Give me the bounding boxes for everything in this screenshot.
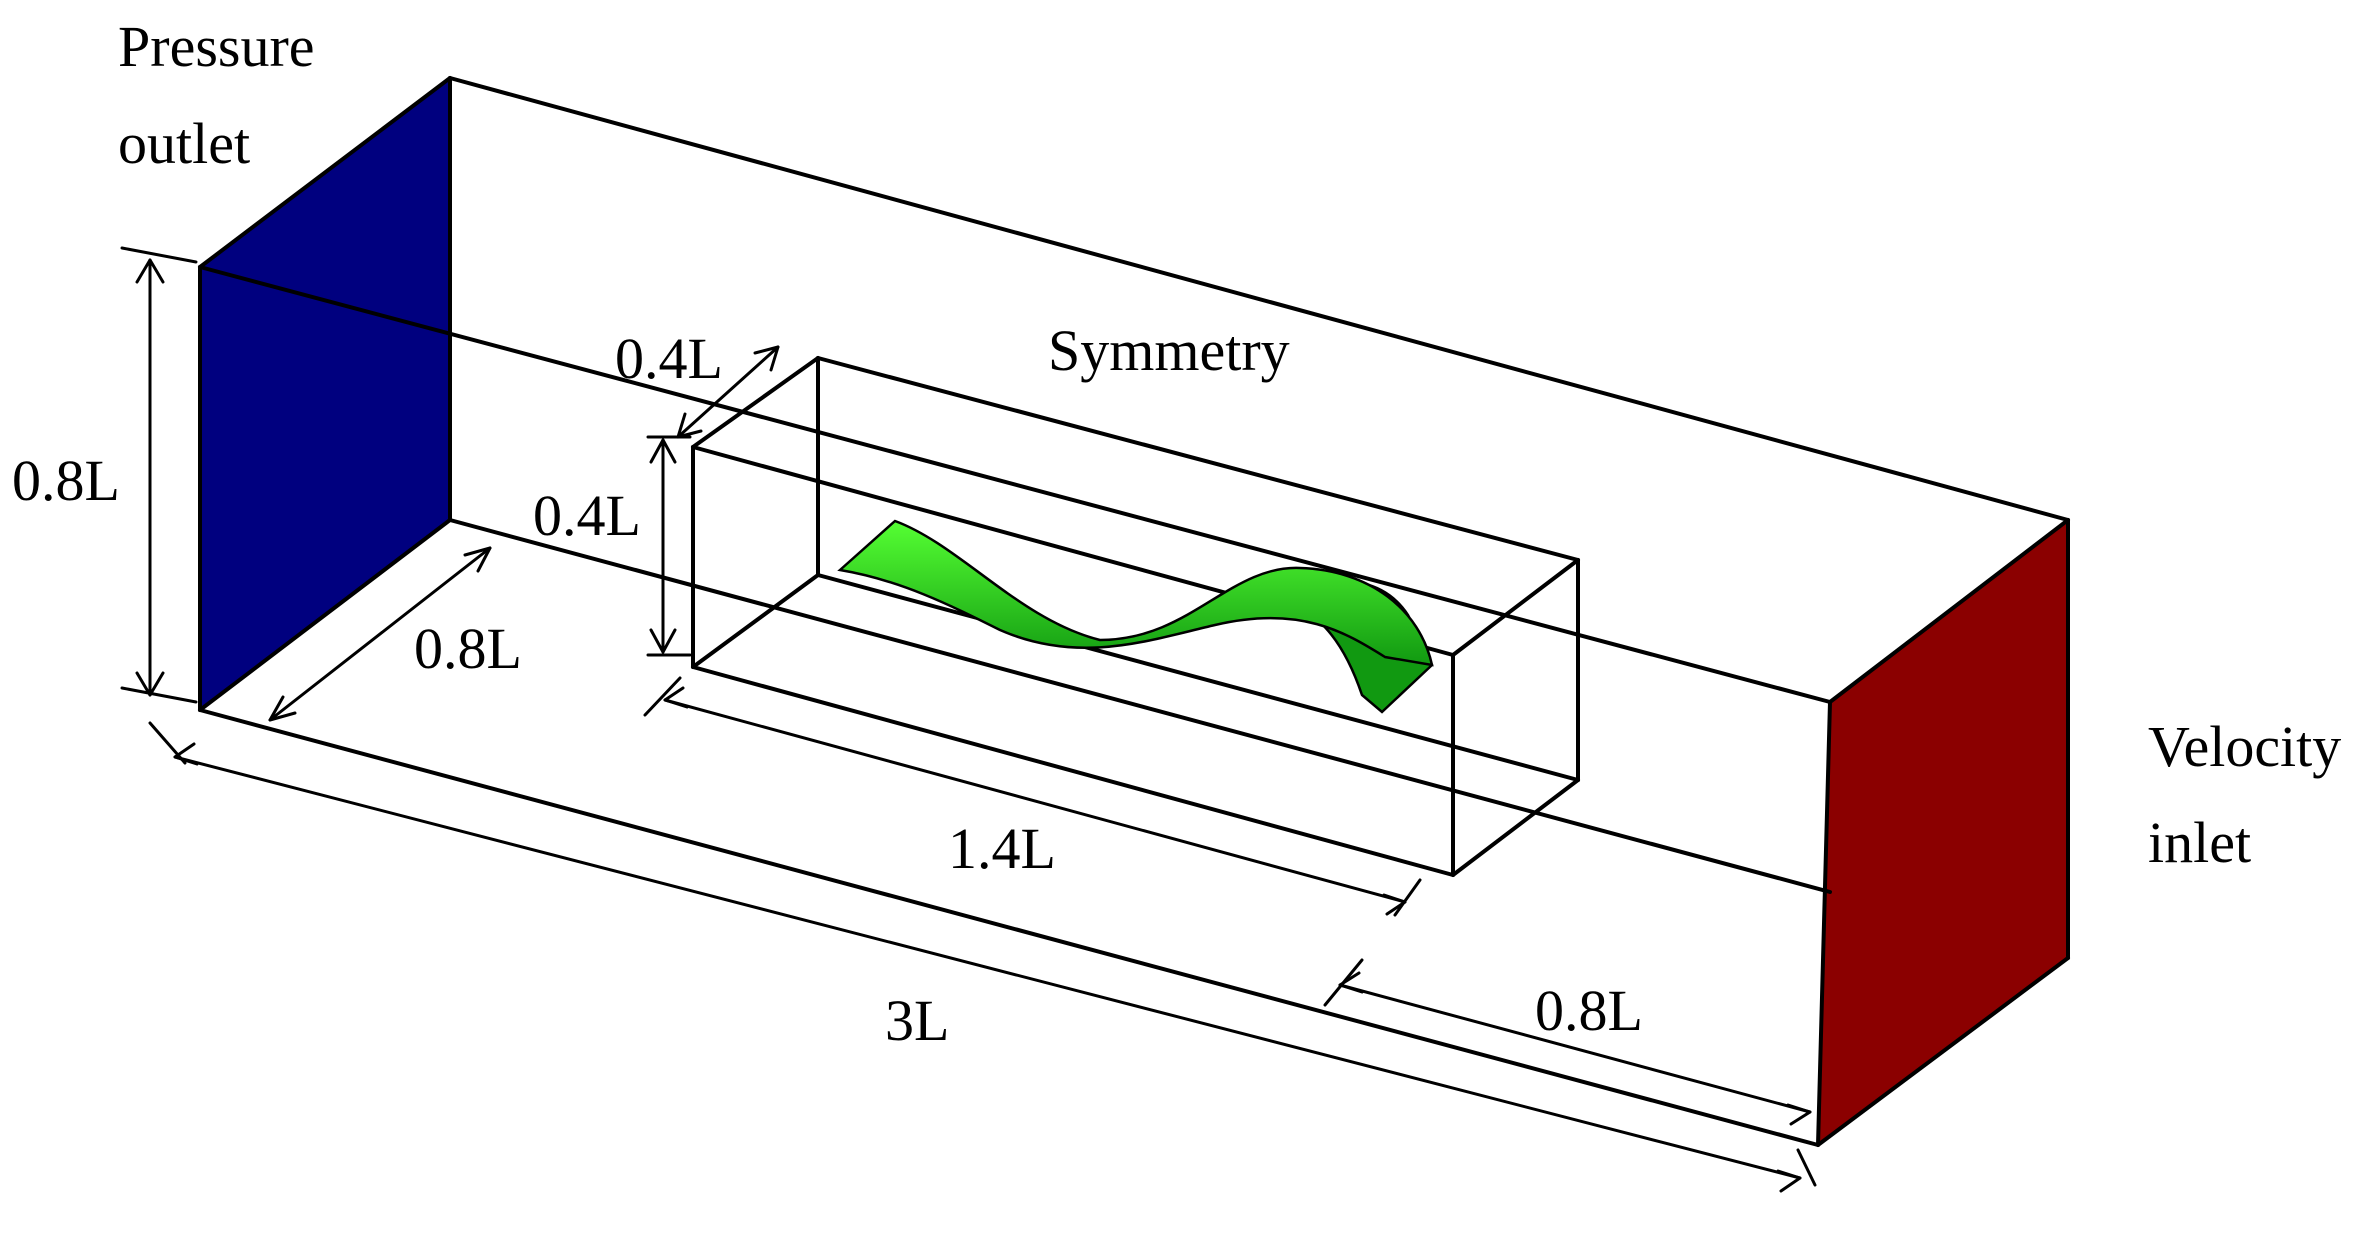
- symmetry-label: Symmetry: [1048, 318, 1290, 383]
- domain-height-label: 0.8L: [12, 448, 120, 513]
- dimension-domain-height: [120, 246, 198, 704]
- inner-box: [691, 356, 1580, 877]
- dimension-inner-box-length: [643, 676, 1422, 917]
- domain-length-label: 3L: [885, 988, 949, 1053]
- undulating-body: [837, 519, 1434, 714]
- inlet-offset-label: 0.8L: [1535, 978, 1643, 1043]
- inner-box-width-label: 0.4L: [615, 326, 723, 391]
- dimension-inner-box-height: [646, 435, 692, 657]
- dimension-domain-width: [268, 546, 492, 722]
- dimension-domain-length: [148, 721, 1817, 1193]
- velocity-inlet-label-line1: Velocity: [2148, 714, 2341, 779]
- inner-box-length-label: 1.4L: [948, 816, 1056, 881]
- pressure-outlet-label-line1: Pressure: [118, 14, 315, 79]
- velocity-inlet-label-line2: inlet: [2148, 810, 2251, 875]
- inner-box-height-label: 0.4L: [533, 483, 641, 548]
- dimension-inlet-offset: [1323, 958, 1812, 1126]
- domain-width-label: 0.8L: [414, 616, 522, 681]
- velocity-inlet-face: [1818, 520, 2068, 1145]
- pressure-outlet-label-line2: outlet: [118, 111, 250, 176]
- outer-domain-box: [198, 76, 2070, 1147]
- body-top-surface: [837, 519, 1434, 667]
- pressure-outlet-face: [200, 78, 450, 710]
